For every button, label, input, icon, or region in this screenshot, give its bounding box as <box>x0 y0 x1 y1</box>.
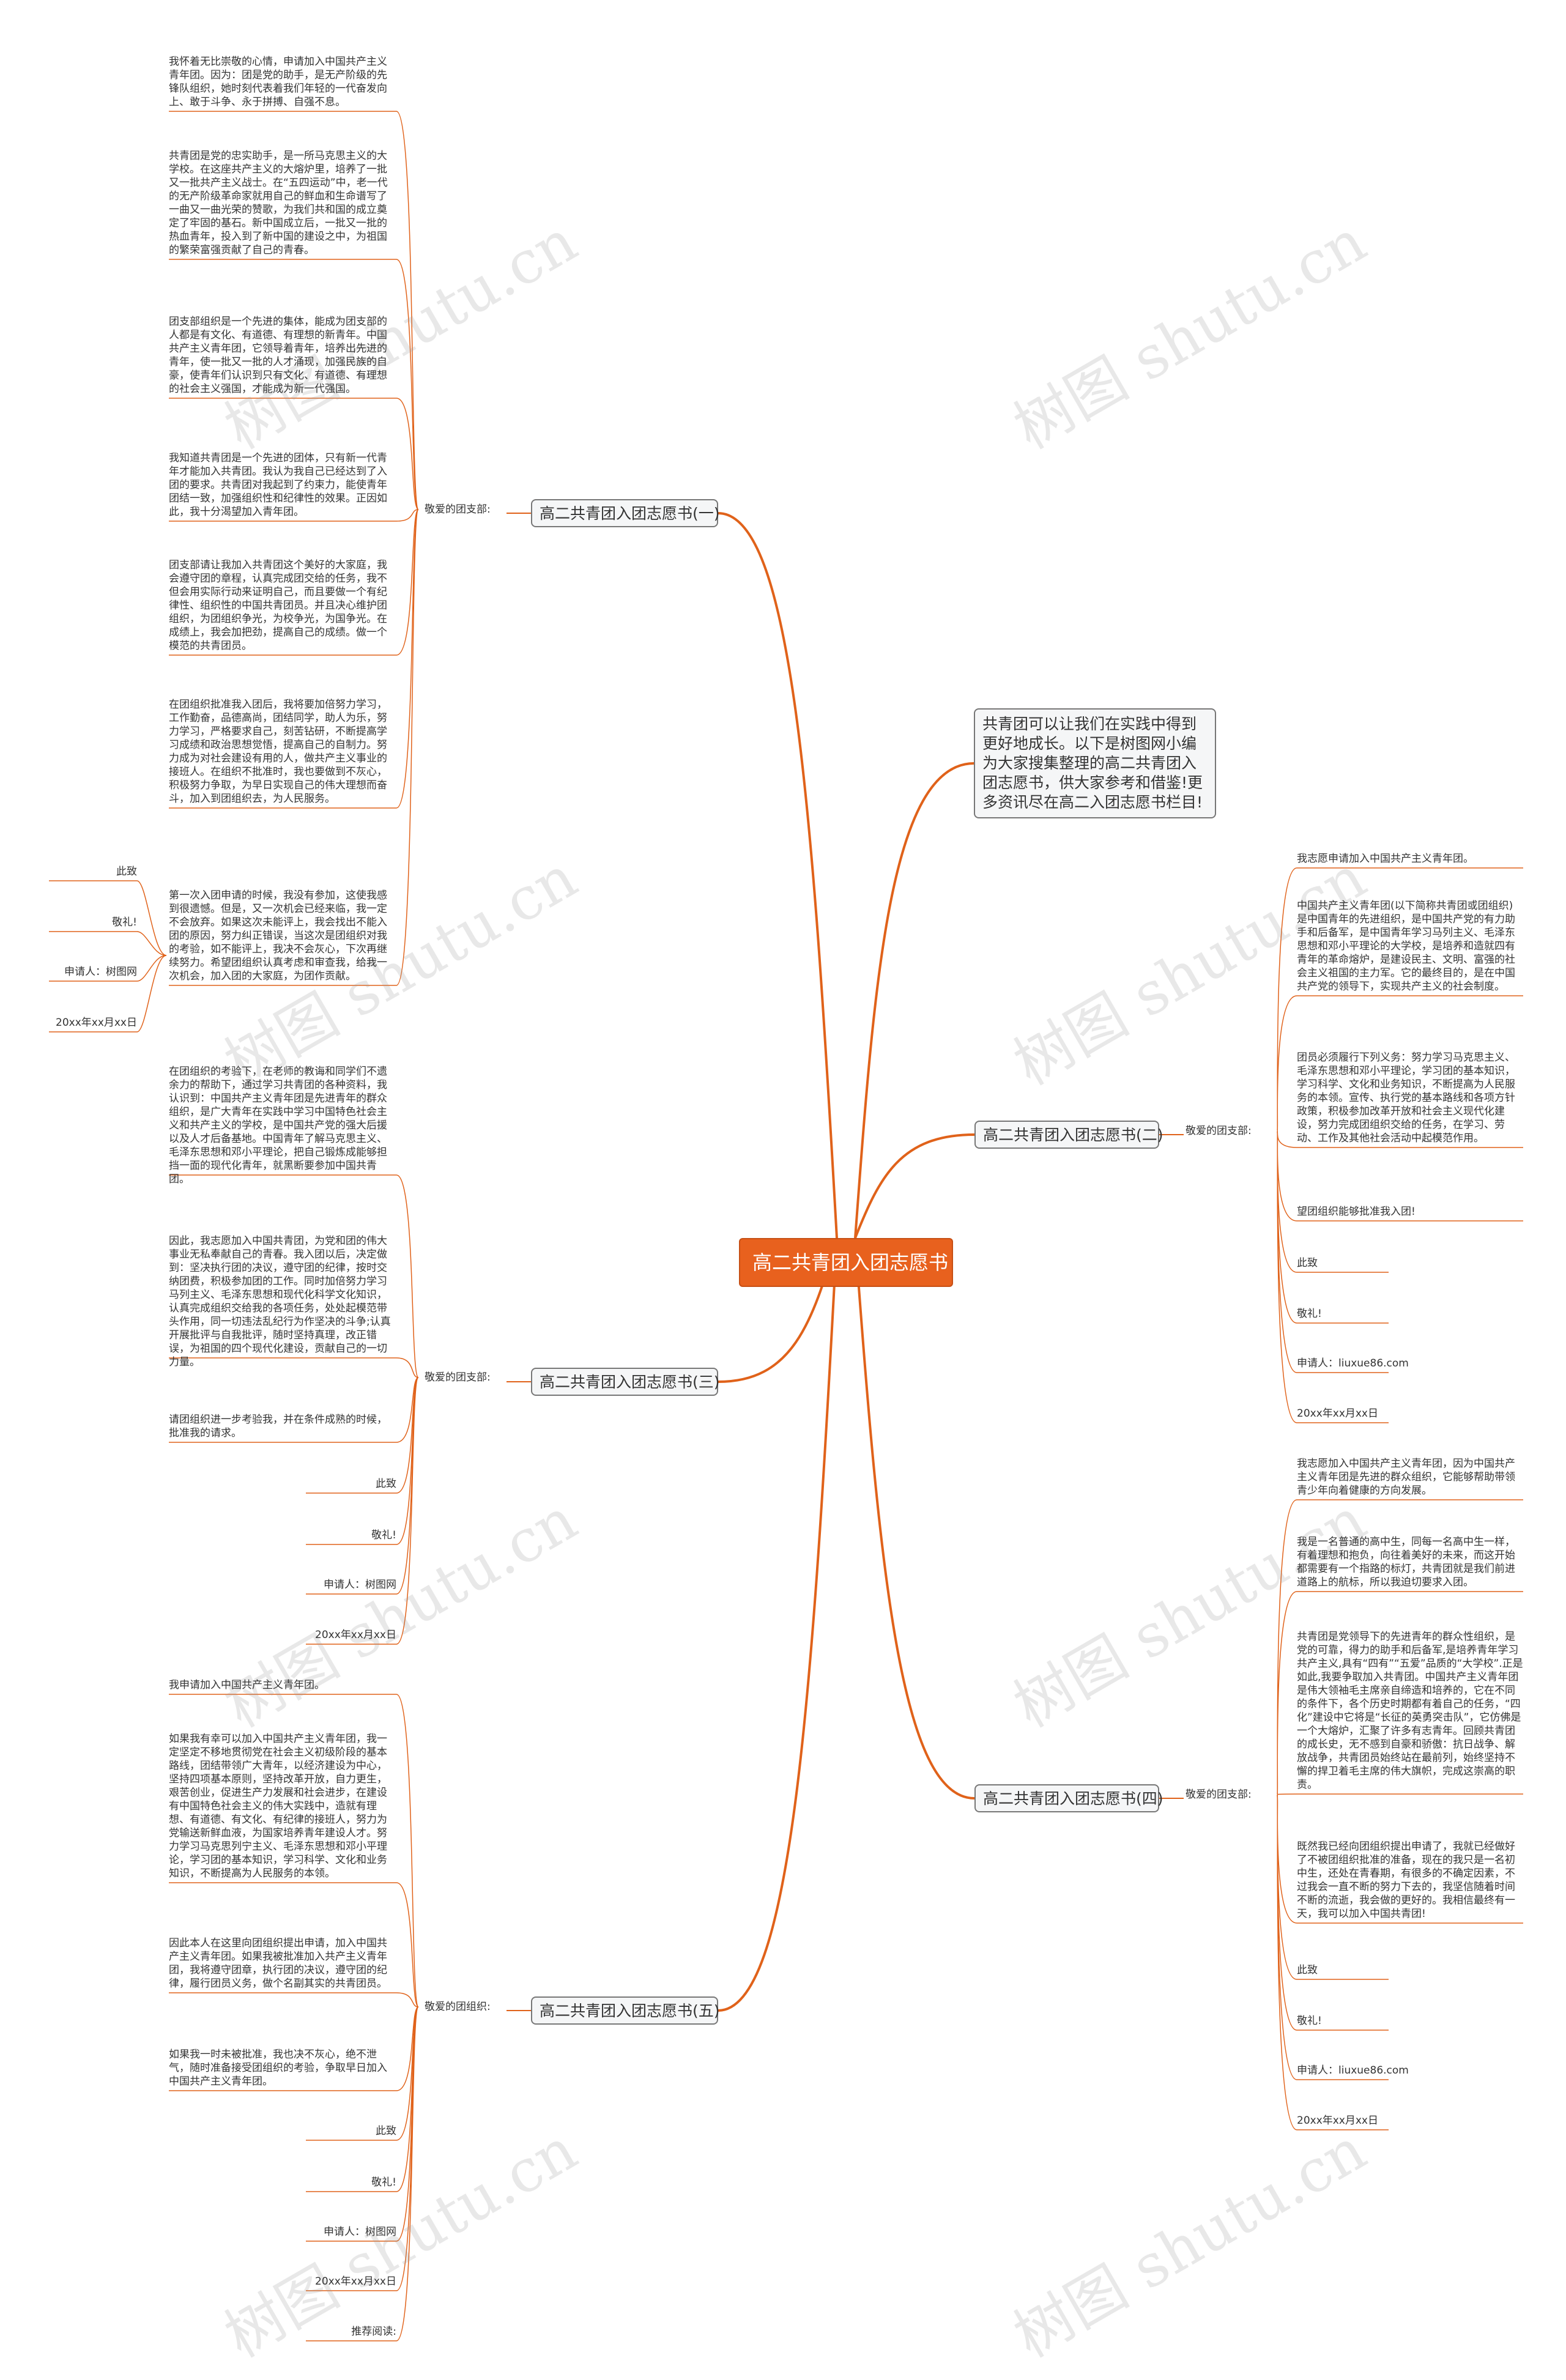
branch-4[interactable]: 高二共青团入团志愿书(四) <box>974 1784 1163 1812</box>
paragraph-link <box>396 1174 419 1378</box>
paragraph-link <box>396 259 419 510</box>
branch-label: 敬爱的团组织: <box>425 2001 491 2013</box>
leaf-link <box>1277 1130 1297 1273</box>
leaf-node[interactable]: 20xx年xx月xx日 <box>56 1017 137 1029</box>
paragraph-link <box>396 1992 419 2007</box>
leaf-node[interactable]: 敬礼! <box>112 916 137 929</box>
paragraph-node[interactable]: 因此，我志愿加入中国共青团，为党和团的伟大事业无私奉献自己的青春。我入团以后，决… <box>169 1235 391 1368</box>
paragraph-link <box>396 398 419 510</box>
paragraph-node[interactable]: 团员必须履行下列义务：努力学习马克思主义、毛泽东思想和邓小平理论，学习团的基本知… <box>1297 1051 1515 1144</box>
paragraph-node[interactable]: 请团组织进一步考验我，并在条件成熟的时候，批准我的请求。 <box>169 1414 387 1439</box>
paragraph-node[interactable]: 第一次入团申请的时候，我没有参加，这使我感到很遗憾。但是，又一次机会已经来临，我… <box>169 889 387 982</box>
leaf-node[interactable]: 20xx年xx月xx日 <box>315 1629 396 1641</box>
paragraph-link <box>1277 1130 1297 1222</box>
leaf-link <box>136 931 167 956</box>
paragraph-node[interactable]: 我怀着无比崇敬的心情，申请加入中国共产主义青年团。因为：团是党的助手，是无产阶级… <box>169 56 387 108</box>
root-branch-link <box>718 1237 838 2012</box>
paragraph-node[interactable]: 我知道共青团是一个先进的团体，只有新一代青年才能加入共青团。我认为我自己已经达到… <box>169 452 387 518</box>
leaf-node[interactable]: 此致 <box>116 866 137 878</box>
paragraph-node[interactable]: 我志愿申请加入中国共产主义青年团。 <box>1297 853 1474 865</box>
branch-2[interactable]: 高二共青团入团志愿书(二) <box>974 1121 1163 1149</box>
leaf-node[interactable]: 此致 <box>376 1478 396 1490</box>
paragraph-link <box>396 1694 419 2007</box>
leaf-node[interactable]: 20xx年xx月xx日 <box>315 2275 396 2288</box>
leaf-node[interactable]: 推荐阅读: <box>351 2326 396 2338</box>
branch-5[interactable]: 高二共青团入团志愿书(五) <box>531 1996 720 2025</box>
paragraph-node[interactable]: 团支部组织是一个先进的集体，能成为团支部的人都是有文化、有道德、有理想的新青年。… <box>169 316 387 395</box>
leaf-node[interactable]: 敬礼! <box>1297 2015 1322 2027</box>
paragraph-node[interactable]: 我是一名普通的高中生，同每一名高中生一样，有着理想和抱负，向往着美好的未来，而这… <box>1297 1536 1515 1589</box>
paragraph-node[interactable]: 中国共产主义青年团(以下简称共青团或团组织)是中国青年的先进组织，是中国共产党的… <box>1297 900 1515 993</box>
paragraph-node[interactable]: 因此本人在这里向团组织提出申请，加入中国共产主义青年团。如果我被批准加入共产主义… <box>169 1937 387 1990</box>
branch-label: 敬爱的团支部: <box>425 503 491 516</box>
paragraph-node[interactable]: 共青团是党领导下的先进青年的群众性组织，是党的可靠，得力的助手和后备军,是培养青… <box>1297 1631 1523 1791</box>
paragraph-link <box>396 509 419 656</box>
branch-3[interactable]: 高二共青团入团志愿书(三) <box>531 1368 720 1396</box>
paragraph-node[interactable]: 望团组织能够批准我入团! <box>1297 1206 1416 1218</box>
intro-node[interactable]: 共青团可以让我们在实践中得到更好地成长。以下是树图网小编为大家搜集整理的高二共青… <box>974 708 1216 818</box>
paragraph-link <box>396 509 419 522</box>
paragraph-link <box>396 1357 419 1378</box>
paragraph-link <box>1277 867 1297 1132</box>
root-branch-link <box>718 512 838 1239</box>
leaf-link <box>1277 1794 1297 2130</box>
leaf-link <box>136 955 167 1032</box>
paragraph-link <box>1277 995 1297 1132</box>
paragraph-node[interactable]: 我申请加入中国共产主义青年团。 <box>169 1679 325 1691</box>
leaf-link <box>396 2006 419 2291</box>
leaf-node[interactable]: 敬礼! <box>371 1529 396 1541</box>
root-topic[interactable]: 高二共青团入团志愿书 <box>739 1238 953 1287</box>
leaf-link <box>1277 1794 1297 2080</box>
paragraph-link <box>1277 1499 1297 1795</box>
leaf-node[interactable]: 申请人：树图网 <box>324 1579 396 1591</box>
paragraph-node[interactable]: 如果我有幸可以加入中国共产主义青年团，我一定坚定不移地贯彻党在社会主义初级阶段的… <box>169 1733 387 1880</box>
paragraph-link <box>1277 1130 1297 1148</box>
paragraph-link <box>396 509 419 809</box>
paragraph-node[interactable]: 如果我一时未被批准，我也决不灰心，绝不泄气，随时准备接受团组织的考验，争取早日加… <box>169 2048 387 2088</box>
leaf-node[interactable]: 敬礼! <box>371 2176 396 2189</box>
leaf-node[interactable]: 此致 <box>1297 1257 1318 1269</box>
leaf-node[interactable]: 申请人：liuxue86.com <box>1297 1357 1409 1370</box>
paragraph-link <box>1277 1794 1297 1924</box>
paragraph-node[interactable]: 既然我已经向团组织提出申请了，我就已经做好了不被团组织批准的准备，现在的我只是一… <box>1297 1841 1515 1920</box>
branch-label: 敬爱的团支部: <box>425 1371 491 1384</box>
leaf-link <box>136 955 167 982</box>
branch-label: 敬爱的团支部: <box>1186 1125 1252 1137</box>
leaf-link <box>396 1377 419 1595</box>
leaf-node[interactable]: 此致 <box>1297 1964 1318 1976</box>
root-branch-link <box>854 1237 975 1800</box>
leaf-node[interactable]: 申请人：树图网 <box>64 966 137 978</box>
paragraph-link <box>396 509 419 986</box>
leaf-node[interactable]: 20xx年xx月xx日 <box>1297 1407 1378 1420</box>
paragraph-link <box>396 1377 419 1443</box>
paragraph-node[interactable]: 团支部请让我加入共青团这个美好的大家庭，我会遵守团的章程，认真完成团交给的任务，… <box>169 559 387 652</box>
leaf-link <box>136 880 167 956</box>
paragraph-link <box>1277 1793 1297 1795</box>
leaf-node[interactable]: 20xx年xx月xx日 <box>1297 2115 1378 2127</box>
leaf-link <box>396 2006 419 2341</box>
paragraph-node[interactable]: 共青团是党的忠实助手，是一所马克思主义的大学校。在这座共产主义的大熔炉里，培养了… <box>169 150 388 256</box>
leaf-link <box>1277 1130 1297 1423</box>
paragraph-node[interactable]: 我志愿加入中国共产主义青年团，因为中国共产主义青年团是先进的群众组织，它能够帮助… <box>1297 1458 1515 1497</box>
leaf-node[interactable]: 敬礼! <box>1297 1308 1322 1320</box>
leaf-node[interactable]: 申请人：liuxue86.com <box>1297 2064 1409 2077</box>
root-branch-link <box>854 1133 975 1239</box>
paragraph-node[interactable]: 在团组织批准我入团后，我将要加倍努力学习，工作勤奋，品德高尚，团结同学，助人为乐… <box>169 699 387 805</box>
leaf-node[interactable]: 此致 <box>376 2125 396 2137</box>
paragraph-link <box>396 111 419 510</box>
paragraph-node[interactable]: 在团组织的考验下，在老师的教诲和同学们不遗余力的帮助下，通过学习共青团的各种资料… <box>169 1066 387 1185</box>
paragraph-link <box>396 1882 419 2007</box>
leaf-node[interactable]: 申请人：树图网 <box>324 2226 396 2238</box>
branch-1[interactable]: 高二共青团入团志愿书(一) <box>531 499 720 527</box>
paragraph-link <box>1277 1591 1297 1795</box>
root-intro-link <box>854 762 974 1239</box>
leaf-link <box>396 1377 419 1645</box>
branch-label: 敬爱的团支部: <box>1186 1789 1252 1801</box>
